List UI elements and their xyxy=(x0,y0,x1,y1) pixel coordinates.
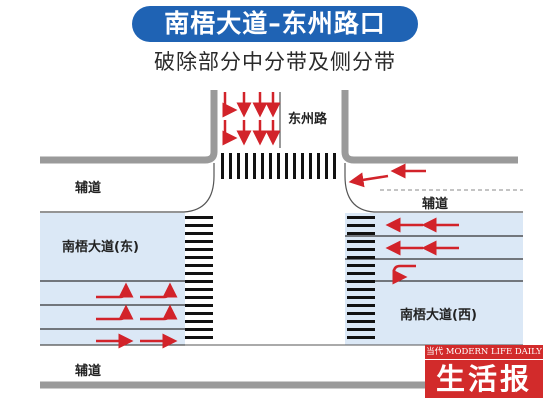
label-dongzhou-road: 东州路 xyxy=(288,112,328,127)
label-service-road-top: 辅道 xyxy=(75,181,102,196)
arrow-e-1 xyxy=(96,282,134,299)
arrow-e-2 xyxy=(140,282,178,299)
arrows-north xyxy=(222,92,281,146)
arrows-west xyxy=(385,217,459,285)
arrow-n-1 xyxy=(222,92,238,118)
road-edge-top-left xyxy=(40,90,218,164)
label-service-road-right: 辅道 xyxy=(422,197,449,212)
crosswalk-east xyxy=(185,216,213,339)
newspaper-logo-small: 当代 MODERN LIFE DAILY xyxy=(425,345,543,359)
label-nanwu-east: 南梧大道(东) xyxy=(62,240,139,255)
title-banner: 南梧大道–东州路口 xyxy=(132,6,418,42)
crosswalk-north xyxy=(221,153,336,179)
label-nanwu-west: 南梧大道(西) xyxy=(400,308,477,323)
label-service-road-bottom: 辅道 xyxy=(75,364,102,379)
arrow-sr-1 xyxy=(348,172,389,188)
arrow-e-3 xyxy=(96,304,134,321)
lanes-east xyxy=(40,213,185,345)
newspaper-logo: 生活报 xyxy=(425,360,543,398)
curb-right xyxy=(344,163,523,213)
subtitle: 破除部分中分带及侧分带 xyxy=(154,50,396,74)
arrow-w-5 xyxy=(392,264,416,285)
arrows-service-right xyxy=(348,163,426,188)
road-edge-top-right xyxy=(341,90,518,164)
arrows-east xyxy=(96,282,178,349)
crosswalk-west xyxy=(347,216,375,339)
curb-left xyxy=(40,163,215,213)
arrow-n-5 xyxy=(222,120,238,146)
arrow-e-4 xyxy=(140,304,178,321)
